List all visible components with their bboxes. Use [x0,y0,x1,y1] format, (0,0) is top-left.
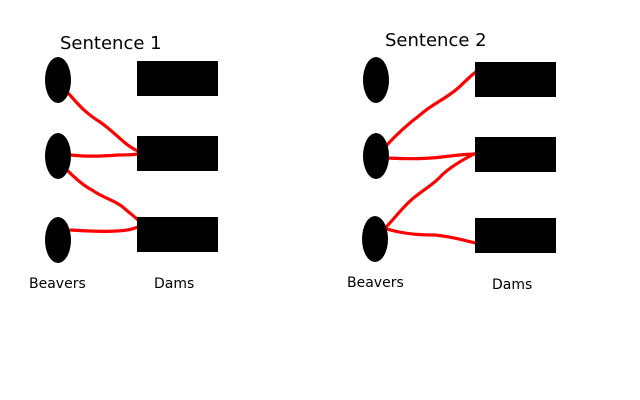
link-beaver2-dam1 [384,70,478,148]
dams-group [475,62,556,253]
panel-sentence-1: Sentence 1 Beavers Dams [29,33,218,292]
link-beaver3-dam3 [385,227,478,245]
beavers-label: Beavers [29,276,86,292]
dam-node [475,137,556,172]
beaver-node [45,217,71,263]
panel-sentence-2: Sentence 2 Beavers Dams [347,30,556,293]
dams-group [137,61,218,252]
dams-label: Dams [154,276,194,292]
link-beaver2-dam2 [69,152,140,158]
dam-node [137,61,218,96]
link-beaver1-dam2 [67,92,140,153]
link-beaver3-dam3 [69,225,140,234]
beaver-node [363,133,389,179]
link-beaver2-dam3 [66,169,140,222]
beaver-node [45,133,71,179]
links-group [384,70,478,245]
beaver-node [45,57,71,103]
link-beaver2-dam2 [385,152,478,161]
dam-node [137,217,218,252]
beavers-group [362,57,389,262]
link-beaver3-dam2 [384,151,478,229]
beaver-node [363,57,389,103]
beavers-label: Beavers [347,275,404,291]
panel-title: Sentence 2 [385,30,487,51]
dam-node [137,136,218,171]
beaver-node [362,216,388,262]
panel-title: Sentence 1 [60,33,162,54]
dams-label: Dams [492,277,532,293]
beavers-group [45,57,71,263]
links-group [66,92,140,234]
dam-node [475,62,556,97]
dam-node [475,218,556,253]
